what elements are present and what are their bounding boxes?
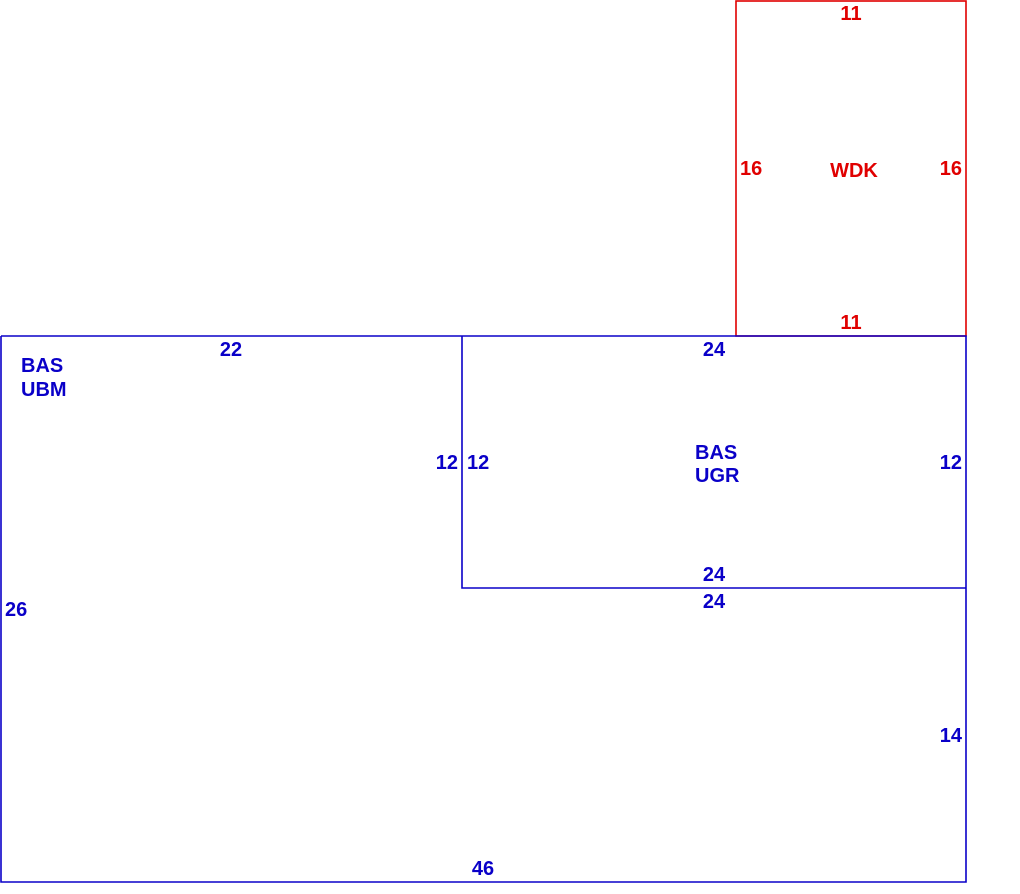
ugr-room-outline <box>461 336 966 589</box>
lower-right-dimension: 14 <box>940 725 963 747</box>
base-area <box>0 335 967 883</box>
deck-top-dimension: 11 <box>840 3 861 25</box>
base-outline <box>0 335 967 883</box>
deck-area-code: WDK <box>830 160 878 182</box>
ugr-bottom-dimension: 24 <box>703 564 726 586</box>
deck-bottom-dimension: 11 <box>840 312 861 334</box>
base-bottom-dimension: 46 <box>472 858 494 880</box>
ugr-area-code-line2: UGR <box>695 465 740 487</box>
deck-right-dimension: 16 <box>940 158 962 180</box>
ugr-right-dimension: 12 <box>940 452 962 474</box>
deck-left-dimension: 16 <box>740 158 762 180</box>
ubm-right-dimension: 12 <box>436 452 458 474</box>
ubm-top-dimension: 22 <box>220 339 242 361</box>
ubm-left-dimension: 26 <box>5 599 27 621</box>
ugr-top-dimension: 24 <box>703 339 726 361</box>
ugr-left-dimension: 12 <box>467 452 489 474</box>
lower-top-dimension: 24 <box>703 591 726 613</box>
ubm-area-code-line2: UBM <box>21 379 67 401</box>
ugr-area-code-line1: BAS <box>695 442 737 464</box>
ubm-area-code-line1: BAS <box>21 355 63 377</box>
